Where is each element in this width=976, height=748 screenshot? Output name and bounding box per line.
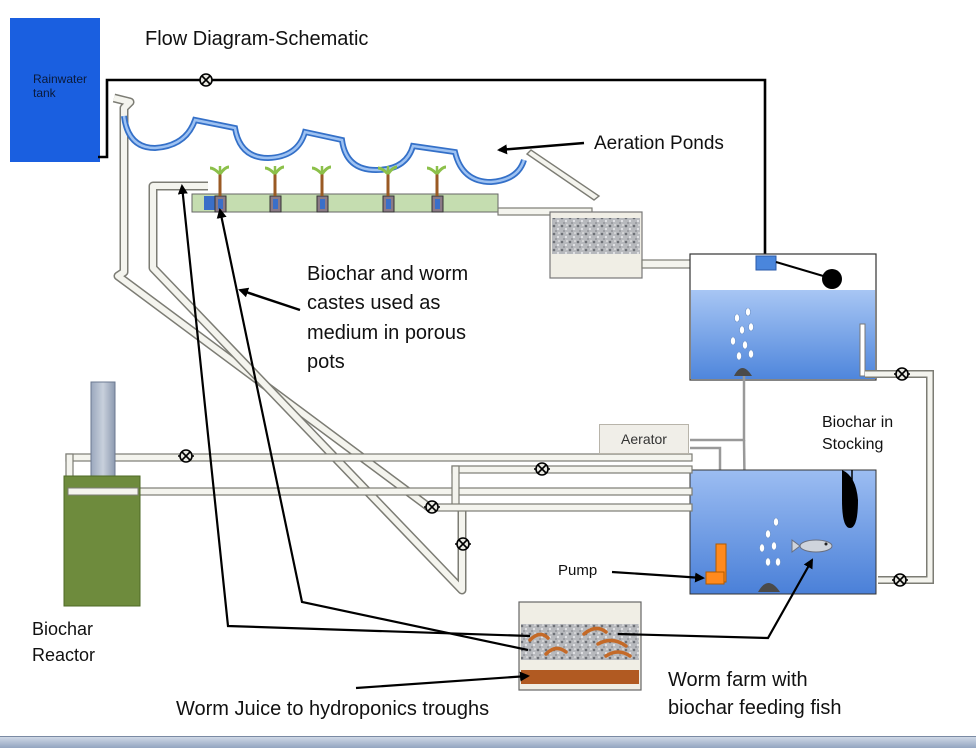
tank-return-riser (451, 465, 460, 507)
worm-juice-reservoir (521, 670, 639, 684)
hydroponics-trough (191, 193, 499, 213)
arrow-icon (177, 184, 531, 638)
pond-drain-pipe (113, 95, 432, 511)
pump-base (705, 571, 725, 585)
reactor-mid-pipe (65, 487, 693, 496)
rain-feed-line (98, 78, 767, 258)
aerator-label: Aerator (599, 424, 689, 454)
worm-farm-label: Worm farm with biochar feeding fish (668, 669, 842, 719)
float-arm (775, 261, 831, 279)
arrow-icon (238, 287, 301, 312)
sump-tank-water (691, 290, 875, 379)
worm-juice-label: Worm Juice to hydroponics troughs (176, 698, 490, 720)
diagram-title: Flow Diagram-Schematic (145, 28, 369, 50)
rainwater-tank-label: Rainwater tank (33, 72, 88, 100)
biochar-reactor (63, 475, 141, 607)
aeration-ponds-label: Aeration Ponds (594, 133, 724, 154)
fish-icon (791, 539, 833, 553)
float-valve-body (755, 255, 777, 271)
gravel-media (552, 218, 640, 254)
float-icon (822, 269, 842, 289)
valve-icon[interactable] (893, 367, 911, 381)
arrow-icon (497, 141, 585, 155)
air-stone (734, 368, 752, 376)
biochar-reactor-label: Biochar Reactor (32, 619, 96, 666)
valve-icon[interactable] (454, 537, 472, 551)
arrow-icon (611, 570, 705, 583)
filter-to-tank-pipe (641, 259, 693, 269)
bubble-icon (759, 517, 781, 567)
arrow-icon (617, 558, 813, 640)
tank-return-pipe (451, 465, 693, 474)
trough-inlet (204, 196, 216, 210)
air-line-upper (690, 376, 746, 442)
trough-drain-pipe (150, 183, 465, 593)
trough-drain-pipe-outline (148, 181, 467, 595)
air-stone (758, 583, 780, 592)
valve-icon[interactable] (197, 73, 215, 87)
worm-icon (528, 626, 632, 658)
valve-icon[interactable] (891, 573, 909, 587)
sump-overflow-pipe (859, 323, 866, 377)
bubble-icon (730, 307, 754, 361)
reactor-chimney (90, 381, 116, 479)
arrow-icon (355, 671, 530, 690)
aeration-ponds-water (122, 115, 526, 184)
tank-low-pipe (429, 503, 693, 512)
reactor-top-pipe (65, 453, 693, 462)
arrow-icon (216, 208, 529, 652)
biochar-stocking-label: Biochar in Stocking (822, 414, 894, 454)
window-bottom-edge (0, 736, 976, 748)
rainwater-tank (10, 18, 100, 162)
pond-outlet-chute (525, 149, 601, 201)
biochar-stocking (842, 470, 858, 528)
biochar-worm-medium-label: Biochar and worm castes used as medium i… (307, 263, 469, 374)
pump-label: Pump (558, 562, 598, 579)
reactor-pipe-entry (67, 487, 139, 496)
